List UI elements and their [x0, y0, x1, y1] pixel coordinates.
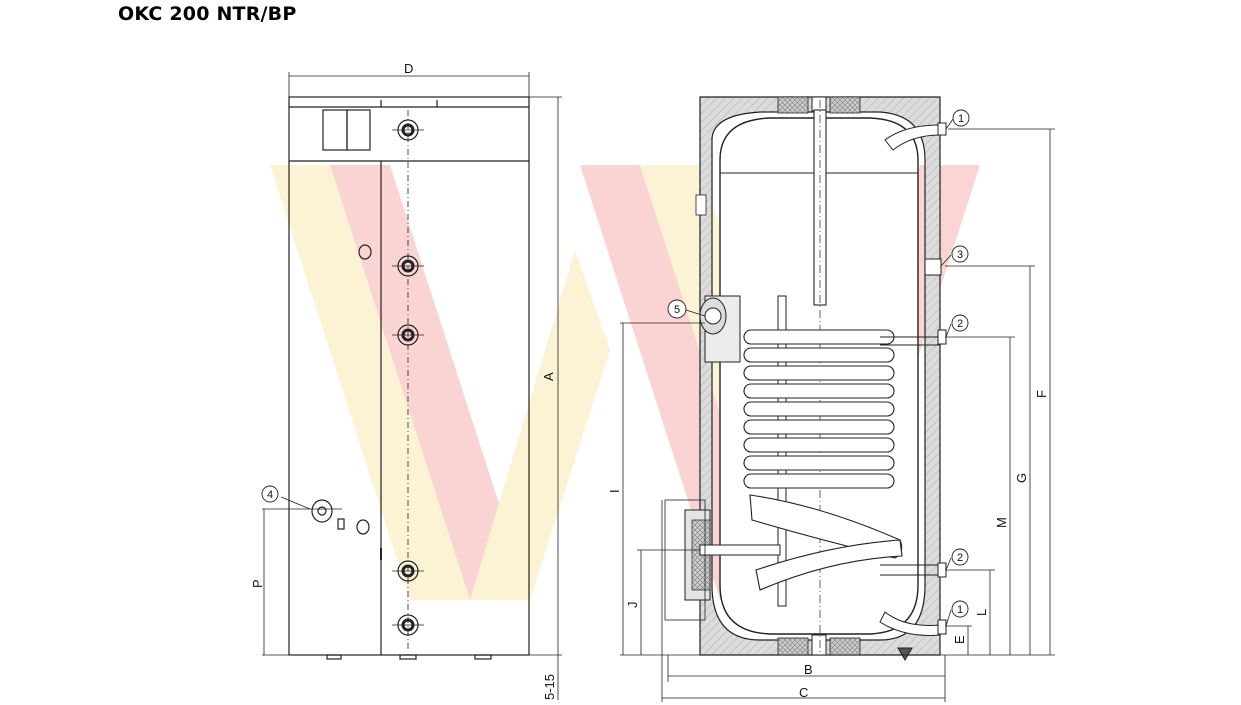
callout-2-lower: 2: [951, 548, 969, 566]
svg-text:2: 2: [957, 318, 963, 330]
callout-1-bottom: 1: [951, 600, 969, 618]
front-view: [288, 96, 530, 660]
dim-label-j: J: [625, 602, 640, 609]
svg-text:4: 4: [267, 489, 273, 501]
callout-2-upper: 2: [951, 314, 969, 332]
callout-1-top: 1: [952, 109, 970, 127]
port-4: [392, 560, 424, 582]
callout-5: 5: [667, 299, 687, 319]
dimensions-section-view: [620, 118, 1055, 702]
dim-label-a: A: [541, 372, 556, 381]
dim-label-c: C: [799, 685, 808, 700]
callout-4: 4: [261, 485, 279, 503]
dim-label-d: D: [404, 61, 413, 76]
port-3: [392, 324, 424, 346]
dimensions-front-view: [262, 72, 562, 700]
dim-label-e: E: [952, 635, 967, 644]
dim-label-b: B: [804, 662, 813, 677]
port-1: [392, 119, 424, 141]
dim-label-p: P: [250, 579, 265, 588]
port-5: [392, 614, 424, 636]
svg-text:5: 5: [674, 304, 680, 316]
section-view: [664, 96, 947, 661]
svg-text:3: 3: [957, 249, 963, 261]
page-title: OKC 200 NTR/BP: [118, 3, 297, 25]
dim-label-i: I: [607, 489, 622, 493]
svg-text:1: 1: [958, 113, 964, 125]
dim-label-foot: 5-15: [542, 674, 557, 700]
dim-label-m: M: [994, 517, 1009, 528]
svg-text:2: 2: [957, 552, 963, 564]
svg-text:1: 1: [957, 604, 963, 616]
heating-coil: [743, 329, 903, 591]
dim-label-g: G: [1014, 473, 1029, 483]
dim-label-f: F: [1034, 390, 1049, 398]
dim-label-l: L: [974, 609, 989, 616]
port-2: [392, 255, 424, 277]
callout-3: 3: [951, 245, 969, 263]
